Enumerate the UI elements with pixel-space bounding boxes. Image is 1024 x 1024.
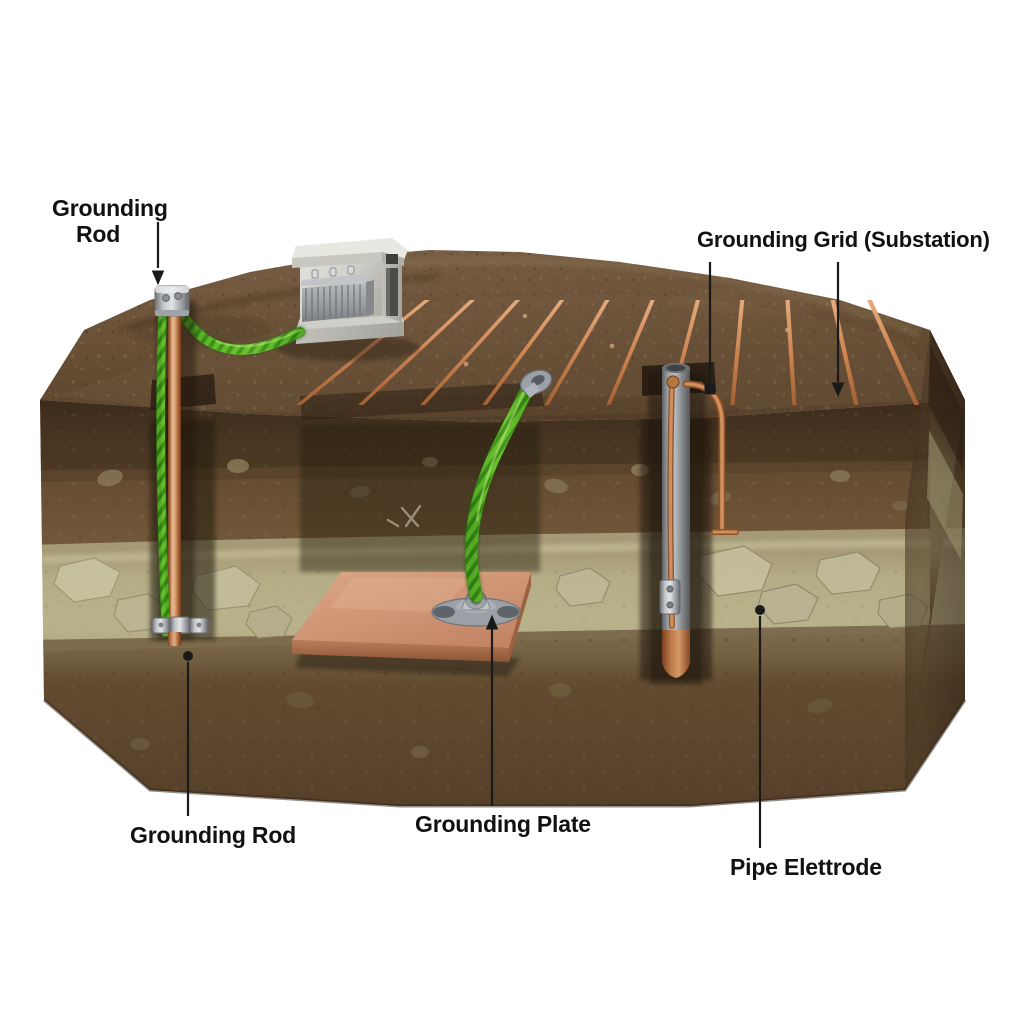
leader-lines — [151, 222, 845, 848]
label-grounding-rod-bottom: Grounding Rod — [130, 822, 297, 848]
cable-ring-terminal — [519, 369, 553, 398]
earthing-cable-to-plate — [463, 369, 553, 604]
soil-block — [40, 250, 967, 808]
label-grounding-plate: Grounding Plate — [415, 811, 591, 837]
transformer-unit — [300, 265, 374, 322]
label-line-1: Grounding — [52, 195, 168, 221]
substation-enclosure[interactable] — [276, 238, 420, 361]
pipe-clamp — [659, 579, 681, 615]
label-grounding-grid: Grounding Grid (Substation) — [697, 227, 990, 252]
label-pipe-electrode: Pipe Elettrode — [730, 854, 882, 880]
grounding-grid[interactable] — [214, 292, 1011, 433]
label-line-2: Rod — [76, 220, 121, 247]
soil-right-face — [905, 330, 965, 790]
grounding-rod[interactable] — [150, 285, 212, 646]
rod-bottom-clamp — [150, 616, 212, 634]
rod-top-clamp — [154, 285, 190, 317]
